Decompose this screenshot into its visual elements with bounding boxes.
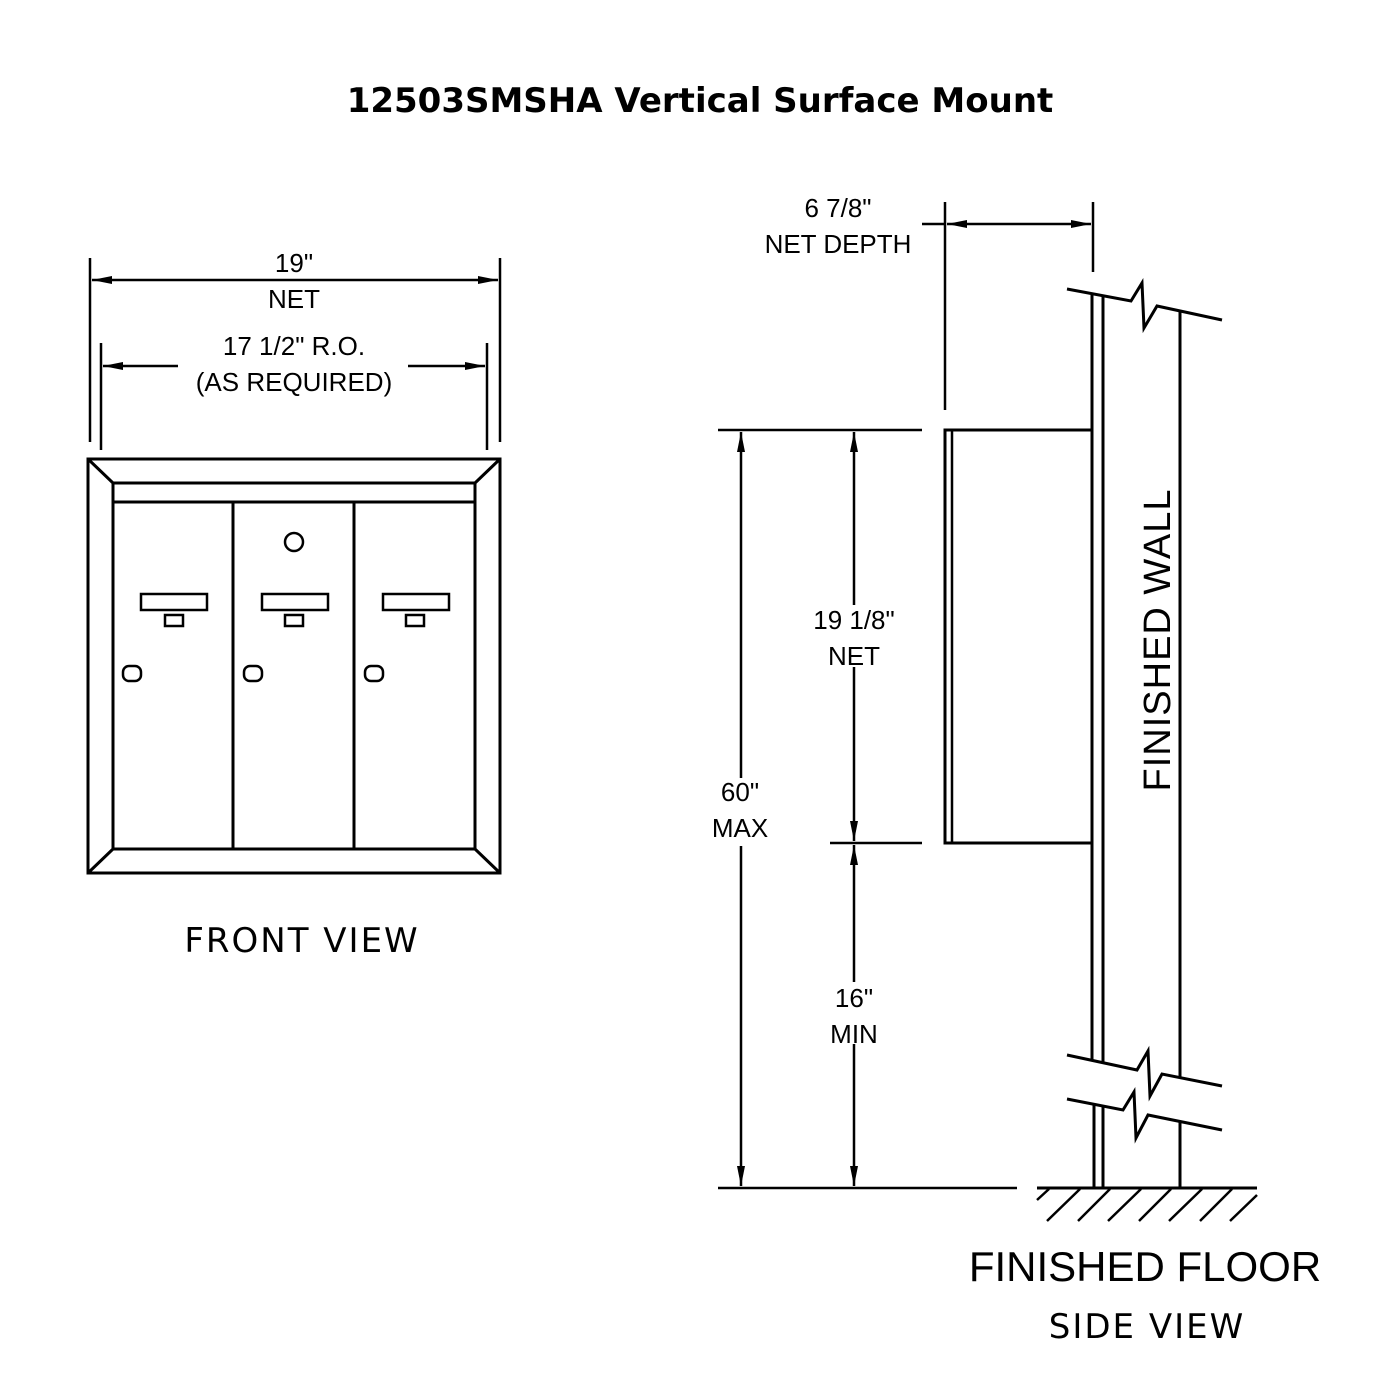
side-view: 6 7/8" NET DEPTH 19 1/8" NET 60" MAX 16"… — [712, 193, 1321, 1347]
max-height-label: MAX — [712, 813, 768, 843]
wall-label: FINISHED WALL — [1137, 489, 1179, 792]
net-height-value: 19 1/8" — [813, 605, 895, 635]
height-dimensions: 19 1/8" NET 60" MAX 16" MIN — [712, 428, 1017, 1190]
name-slot — [260, 592, 330, 612]
width-label: NET — [268, 284, 320, 314]
depth-label: NET DEPTH — [765, 229, 912, 259]
floor-label: FINISHED FLOOR — [969, 1243, 1321, 1290]
door-lock-icon — [121, 664, 143, 683]
max-height-value: 60" — [721, 777, 759, 807]
net-height-label: NET — [828, 641, 880, 671]
name-slot — [381, 592, 451, 612]
door-lock-icon — [363, 664, 385, 683]
inner-frame — [111, 481, 477, 851]
front-view-label: FRONT VIEW — [184, 921, 419, 961]
front-view: 19" NET 17 1/2" R.O. (AS REQUIRED) — [86, 248, 502, 961]
mailbox-side-profile — [943, 428, 1094, 845]
id-tab — [404, 613, 426, 628]
rough-opening-value: 17 1/2" R.O. — [223, 331, 365, 361]
id-tab — [163, 613, 185, 628]
depth-dimension: 6 7/8" NET DEPTH — [765, 193, 1095, 410]
front-dimensions: 19" NET 17 1/2" R.O. (AS REQUIRED) — [88, 248, 502, 450]
wall-break-line — [1066, 278, 1223, 334]
door-3 — [363, 592, 451, 683]
width-value: 19" — [275, 248, 313, 278]
finished-floor: FINISHED FLOOR — [969, 1186, 1321, 1290]
depth-value: 6 7/8" — [804, 193, 871, 223]
door-1 — [121, 592, 209, 683]
min-height-value: 16" — [835, 983, 873, 1013]
door-2 — [242, 592, 330, 683]
id-tab — [283, 613, 305, 628]
rough-opening-note: (AS REQUIRED) — [196, 367, 392, 397]
lock-icon — [283, 531, 305, 553]
finished-wall: FINISHED WALL — [1066, 278, 1223, 1188]
wall-break-line — [1066, 1087, 1223, 1144]
name-slot — [139, 592, 209, 612]
door-lock-icon — [242, 664, 264, 683]
mailbox-front — [86, 457, 502, 875]
wall-break-line — [1066, 1045, 1223, 1102]
min-height-label: MIN — [830, 1019, 878, 1049]
drawing-title: 12503SMSHA Vertical Surface Mount — [347, 81, 1054, 121]
floor-hatching — [1036, 1188, 1258, 1222]
side-view-label: SIDE VIEW — [1049, 1307, 1245, 1347]
mailbox-side — [943, 428, 1094, 845]
outer-frame — [86, 457, 502, 875]
